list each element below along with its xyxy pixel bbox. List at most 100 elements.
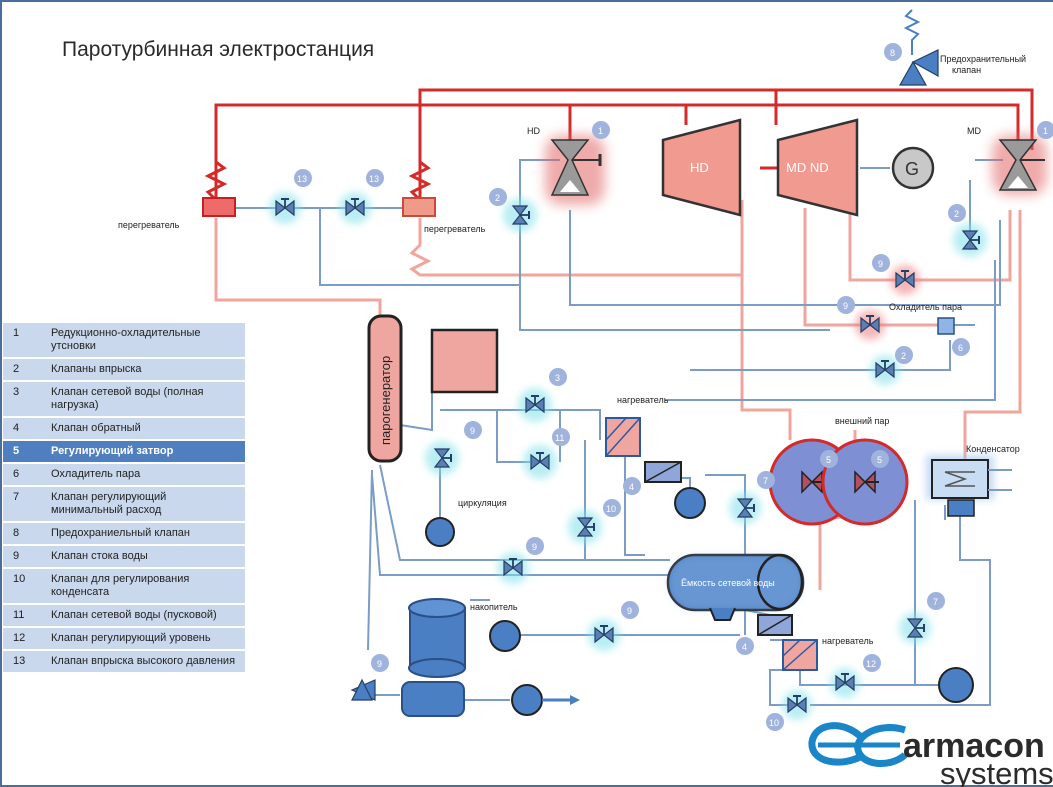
network-water-tank: [666, 553, 805, 621]
legend-text: Клапаны впрыска: [45, 358, 245, 382]
pump-heater: [674, 487, 706, 519]
superheater-left: [202, 197, 236, 217]
steam-cooler: [937, 317, 955, 335]
svg-text:9: 9: [627, 606, 632, 616]
badge-5-left: 5: [820, 450, 838, 468]
pump-outlet: [511, 684, 543, 716]
valve-9-upper: [890, 265, 920, 295]
svg-text:7: 7: [933, 597, 938, 607]
legend-text: Регулирующий затвор: [45, 440, 245, 464]
svg-text:5: 5: [826, 455, 831, 465]
badge-9-cooler: 9: [837, 296, 855, 314]
legend-number: 10: [3, 568, 45, 605]
safety-valve-label-2: клапан: [952, 65, 981, 75]
svg-text:6: 6: [958, 343, 963, 353]
legend-number: 4: [3, 417, 45, 441]
valve-13-left: [269, 192, 301, 224]
pump-condenser: [938, 667, 974, 703]
legend-text: Клапан регулирующий уровень: [45, 627, 245, 651]
valve-7-upper: [729, 492, 761, 524]
badge-9-outlet: 9: [371, 654, 389, 672]
page-title: Паротурбинная электростанция: [62, 38, 374, 61]
superheater-left-label: перегреватель: [118, 220, 180, 230]
badge-1-hd: 1: [592, 121, 610, 139]
storage-tank: [408, 598, 466, 678]
circulation-label: циркуляция: [458, 498, 507, 508]
svg-text:13: 13: [297, 174, 307, 184]
badge-6: 6: [952, 338, 970, 356]
external-steam-label: внешний пар: [835, 416, 889, 426]
legend-number: 3: [3, 381, 45, 418]
valve-13-right: [339, 192, 371, 224]
svg-text:2: 2: [495, 193, 500, 203]
badge-1-md: 1: [1037, 121, 1053, 139]
legend-text: Клапан сетевой воды (пусковой): [45, 604, 245, 628]
svg-text:4: 4: [629, 482, 634, 492]
valve-9-steamgen: [425, 441, 459, 475]
legend-text: Клапан сетевой воды (полная нагрузка): [45, 381, 245, 418]
badge-3: 3: [549, 368, 567, 386]
turbine-hd-label: HD: [690, 160, 709, 175]
legend-number: 5: [3, 440, 45, 464]
boiler-block: [430, 328, 499, 394]
pressure-reducer-md: [992, 135, 1047, 195]
legend-number: 12: [3, 627, 45, 651]
turbine-hd: [661, 118, 742, 217]
legend-number: 9: [3, 545, 45, 569]
svg-text:3: 3: [555, 373, 560, 383]
condenser: [926, 455, 1012, 517]
badge-7-upper: 7: [757, 471, 775, 489]
logo-brand: armacon: [903, 727, 1045, 765]
valve-9-circulation: [497, 552, 529, 584]
safety-valve: [898, 9, 939, 86]
heater-1-label: нагреватель: [617, 395, 669, 405]
safety-valve-label: Предохранительный: [940, 54, 1026, 64]
legend-number: 7: [3, 486, 45, 523]
badge-7-lower: 7: [927, 592, 945, 610]
svg-text:12: 12: [866, 659, 876, 669]
valve-2-middle: [870, 355, 900, 385]
badge-12: 12: [863, 654, 881, 672]
badge-9-circulation: 9: [526, 537, 544, 555]
valve-2-left: [503, 198, 537, 232]
svg-text:1: 1: [1043, 126, 1048, 136]
logo-sub: systems: [940, 756, 1053, 787]
generator: [891, 146, 935, 190]
water-tank-label: Ёмкость сетевой воды: [681, 578, 775, 588]
hd-label: HD: [527, 126, 540, 136]
badge-2-left: 2: [489, 188, 507, 206]
steam-cooler-label: Охладитель пара: [889, 302, 962, 312]
svg-text:5: 5: [877, 455, 882, 465]
heater-2-label: нагреватель: [822, 636, 874, 646]
badge-10-lower: 10: [766, 713, 784, 731]
generator-label: G: [905, 159, 919, 179]
badge-4-lower: 4: [736, 637, 754, 655]
legend-number: 8: [3, 522, 45, 546]
legend-number: 1: [3, 323, 45, 359]
heat-exchanger-1: [644, 461, 682, 483]
badge-9-steamgen: 9: [464, 421, 482, 439]
svg-text:2: 2: [954, 209, 959, 219]
outlet-valve: [350, 678, 376, 701]
regulating-gate-right: [821, 438, 909, 526]
legend-text: Редукционно-охладительные утсновки: [45, 323, 245, 359]
badge-2-middle: 2: [895, 346, 913, 364]
badge-2-right: 2: [948, 204, 966, 222]
badge-10-upper: 10: [603, 499, 621, 517]
number-badges: 1 1 8 13 13 2 2 9 9 2 6 3 9 11 5 5 4 7 1…: [294, 43, 1053, 731]
svg-text:9: 9: [532, 542, 537, 552]
tank-block: [401, 681, 465, 717]
pressure-reducer-hd: [545, 135, 605, 205]
legend-number: 2: [3, 358, 45, 382]
